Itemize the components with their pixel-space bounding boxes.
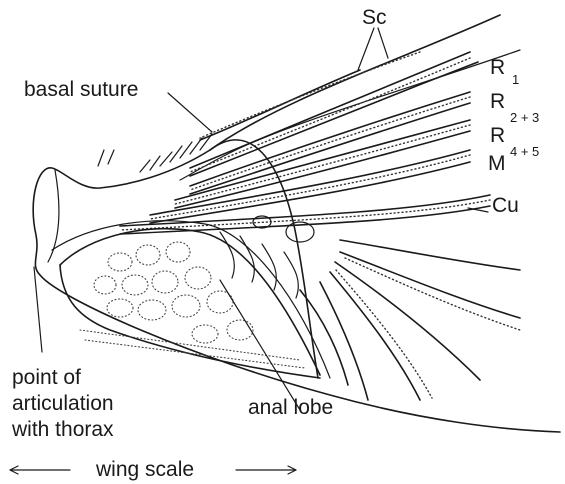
label-point-of: point of <box>12 366 81 389</box>
label-r2-3: R <box>490 90 505 113</box>
label-r2-3-sub: 2 + 3 <box>510 110 539 125</box>
label-basal-suture: basal suture <box>24 78 138 101</box>
label-r1-sub: 1 <box>512 72 519 87</box>
label-sc: Sc <box>362 6 387 29</box>
label-articulation: articulation <box>12 392 114 415</box>
label-with-thorax: with thorax <box>11 418 114 441</box>
cell-pattern <box>80 242 305 368</box>
label-r4-5: R <box>490 124 505 147</box>
label-r4-5-sub: 4 + 5 <box>510 144 539 159</box>
label-wing-scale: wing scale <box>95 458 194 481</box>
label-cu: Cu <box>492 194 519 217</box>
label-r1: R <box>490 56 505 79</box>
label-anal-lobe: anal lobe <box>248 396 333 419</box>
anal-lobe-region <box>52 221 330 378</box>
label-m: M <box>488 152 506 175</box>
